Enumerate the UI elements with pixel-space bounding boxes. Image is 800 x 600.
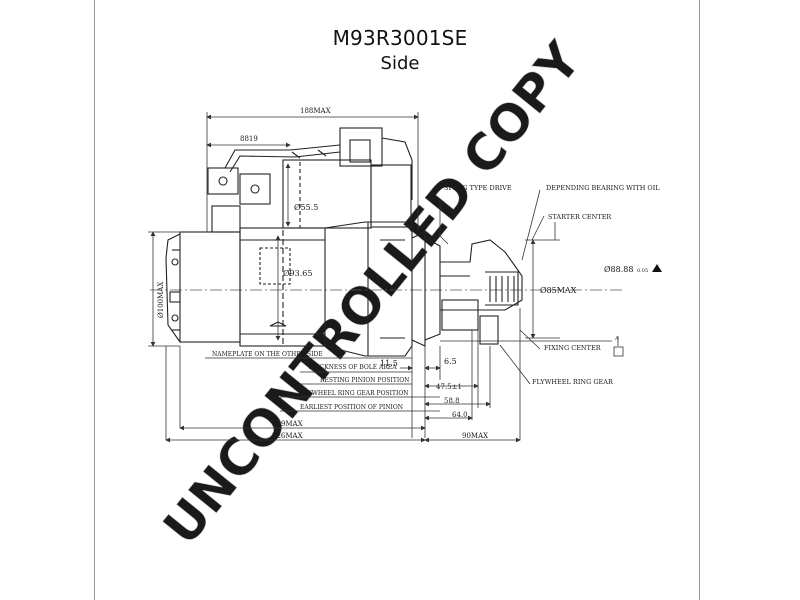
label-nameplate: NAMEPLATE ON THE OTHER SIDE (212, 351, 323, 358)
label-thickness: THICKNESS OF BOLE AREA (308, 364, 397, 371)
dim-dia-body: Ø93.65 (283, 269, 312, 278)
label-flywheel-ring-gear: FLYWHEEL RING GEAR (532, 378, 614, 386)
dim-dia-solenoid: Ø55.5 (294, 203, 318, 212)
dim-219-max: 219MAX (272, 420, 303, 428)
leaders-right (439, 189, 545, 385)
dim-top-small: 8819 (240, 135, 258, 143)
label-bearing: DEPENDING BEARING WITH OIL (546, 184, 660, 192)
datum-triangle-icon (652, 264, 662, 272)
dim-dia-pinion: Ø85MAX (540, 286, 577, 295)
drive-housing (324, 221, 441, 357)
bottom-dimensions (165, 308, 521, 443)
dim-overall-top: 188MAX (300, 107, 331, 115)
dim-6-5: 6.5 (444, 357, 457, 366)
dim-right (525, 222, 560, 339)
terminals-cables (207, 144, 341, 233)
dim-47-5: 47.5±1 (436, 383, 462, 391)
datum-letter: A (614, 336, 619, 342)
label-resting: RESTING PINION POSITION (320, 377, 409, 384)
watermark-text: UNCONTROLLED COPY (152, 31, 592, 556)
dim-flange-tol: 0.05 (637, 268, 648, 274)
dim-dia-left: Ø100MAX (157, 282, 165, 318)
drawing-title: M93R3001SE (332, 26, 468, 50)
motor-end-cap (165, 231, 241, 343)
dim-226-max: 226MAX (272, 432, 303, 440)
dim-58-8: 58.8 (444, 397, 460, 405)
label-flywheel-pos: FLYWHEEL RING GEAR POSITION (300, 390, 409, 397)
dim-dia-flange: Ø88.88 (604, 265, 633, 274)
left-frame-line (94, 0, 95, 600)
label-earliest: EARLIEST POSITION OF PINION (300, 404, 403, 411)
pinion-nose (440, 239, 523, 345)
dim-left (148, 231, 180, 347)
label-starter-center: STARTER CENTER (548, 213, 612, 221)
dim-90-max: 90MAX (462, 432, 488, 440)
dim-64-0: 64.0 (452, 411, 468, 419)
top-dimensions (206, 112, 419, 232)
dim-11-5: 11.5 (380, 359, 398, 368)
datum-box (613, 346, 624, 357)
label-fixing-center: FIXING CENTER (544, 344, 602, 352)
solenoid (282, 127, 413, 229)
label-sprag: SPRAG TYPE DRIVE (444, 184, 512, 192)
right-frame-line (699, 0, 700, 600)
drawing-subtitle: Side (380, 53, 420, 74)
